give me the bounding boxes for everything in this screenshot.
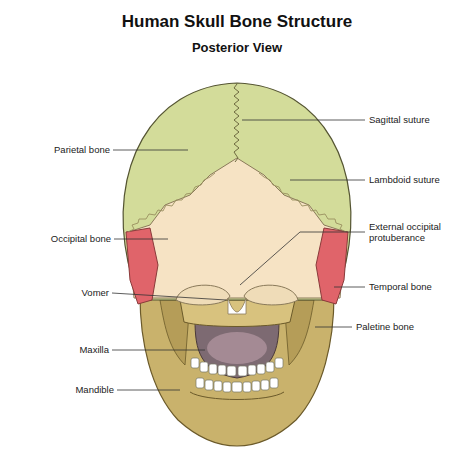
part-label: Paletine bone bbox=[356, 321, 414, 332]
part-label: Lambdoid suture bbox=[369, 174, 440, 185]
part-label: Temporal bone bbox=[369, 281, 432, 292]
part-label: Maxilla bbox=[79, 344, 109, 355]
part-label: Occipital bone bbox=[51, 233, 111, 244]
part-label: Mandible bbox=[75, 384, 114, 395]
diagram-title: Human Skull Bone Structure bbox=[0, 12, 474, 32]
view-subtitle: Posterior View bbox=[0, 40, 474, 56]
part-label: External occipital protuberance bbox=[369, 221, 461, 244]
part-label: Parietal bone bbox=[54, 144, 110, 155]
part-label: Vomer bbox=[82, 287, 109, 298]
part-label: Sagittal suture bbox=[369, 114, 430, 125]
